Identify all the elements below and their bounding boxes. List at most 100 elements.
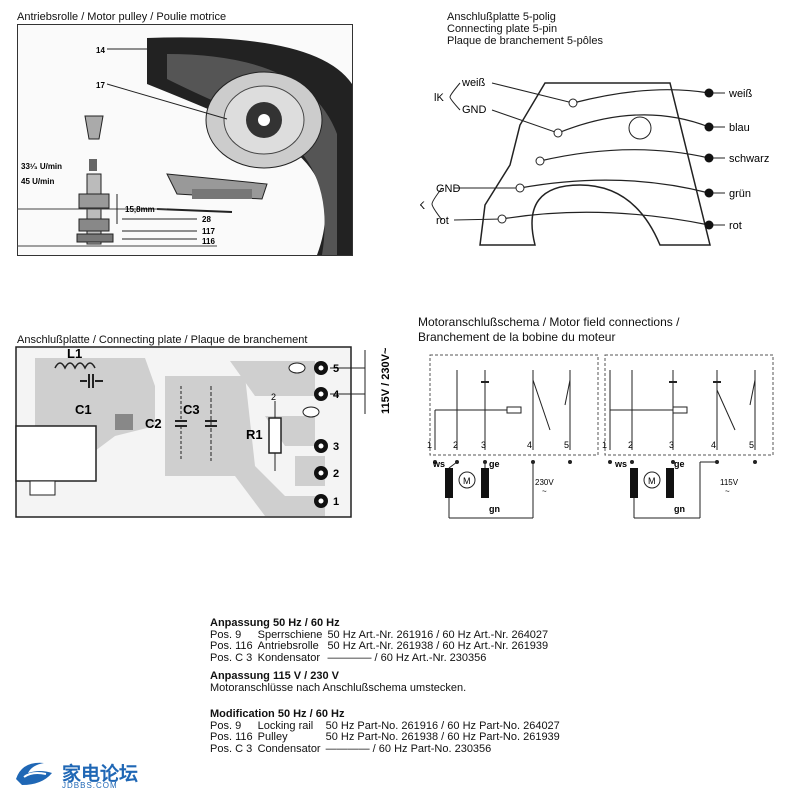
plate5-left-weiss: weiß xyxy=(461,77,486,89)
motor-l-ge: ge xyxy=(489,459,500,469)
motor-r-ws: ws xyxy=(614,459,627,469)
table-cell: Pos. 9 xyxy=(210,628,242,641)
table-cell: ———— / 60 Hz Art.-Nr. 230356 xyxy=(327,651,487,664)
plate5-diagram: lK weiß GND rK GND rot weiß blau schwarz… xyxy=(420,77,769,246)
plate5-title-de: Anschlußplatte 5-polig xyxy=(447,11,556,23)
table-cell: Pos. 116 xyxy=(210,731,253,743)
plate-title: Anschlußplatte / Connecting plate / Plaq… xyxy=(17,334,308,346)
pulley-dimension: 15,8mm xyxy=(125,205,155,214)
notes-table-en: Pos. 9 Locking rail 50 Hz Part-No. 261916 … xyxy=(210,719,565,756)
notes-heading-modification: Modification 50 Hz / 60 Hz xyxy=(210,708,345,720)
motor-r-gn: gn xyxy=(674,504,685,514)
table-cell: Condensator xyxy=(257,742,321,755)
plate-pin-2: 2 xyxy=(333,468,339,480)
pulley-label-17: 17 xyxy=(96,81,105,90)
table-cell: Antriebsrolle xyxy=(257,640,319,652)
table-cell: Kondensator xyxy=(257,651,320,664)
plate5-left-gnd1: GND xyxy=(462,104,487,116)
plate-pin-3: 3 xyxy=(333,441,339,453)
table-row: Pos. C 3 Kondensator ———— / 60 Hz Art.-Nr.… xyxy=(210,651,553,665)
motor-l-gn: gn xyxy=(489,504,500,514)
table-row: Pos. 9 Locking rail 50 Hz Part-No. 261916 … xyxy=(210,719,565,733)
plate-c1: C1 xyxy=(75,402,92,417)
motor-l-tilde: ~ xyxy=(542,487,547,496)
plate5-left-rot: rot xyxy=(436,215,449,227)
motor-r-tilde: ~ xyxy=(725,487,730,496)
motor-r-t5: 5 xyxy=(749,440,754,450)
pulley-speed-45: 45 U/min xyxy=(21,177,54,186)
motor-r-t4: 4 xyxy=(711,440,716,450)
motor-r-m: M xyxy=(648,476,656,486)
motor-schematic: 1 2 3 4 5 ws ge gn M 230V ~ 1 2 3 xyxy=(427,354,774,519)
table-cell: Pos. 9 xyxy=(210,719,242,732)
plate-pin-4: 4 xyxy=(333,389,340,401)
notes-heading-115-230: Anpassung 115 V / 230 V xyxy=(210,670,340,682)
plate5-title-en: Connecting plate 5-pin xyxy=(447,23,558,35)
plate-pcb: L1 C1 C2 C3 R1 2 5 4 3 2 1 115V / 230V~ xyxy=(15,346,392,518)
motor-l-ws: ws xyxy=(432,459,445,469)
motor-l-t1: 1 xyxy=(427,440,432,450)
plate-pin-5: 5 xyxy=(333,363,339,375)
table-cell: ———— / 60 Hz Part-No. 230356 xyxy=(325,742,492,755)
motor-title-1: Motoranschlußschema / Motor field connec… xyxy=(418,315,680,329)
notes-table-de: Pos. 9 Sperrschiene 50 Hz Art.-Nr. 261916 … xyxy=(210,628,553,665)
motor-schematic-115v: 1 2 3 4 5 ws ge gn M 115V ~ xyxy=(602,354,774,519)
motor-r-ge: ge xyxy=(674,459,685,469)
table-row: Pos. 9 Sperrschiene 50 Hz Art.-Nr. 261916 … xyxy=(210,628,553,642)
plate5-right-blau: blau xyxy=(729,122,750,134)
plate5-lk: lK xyxy=(434,92,444,104)
plate5-title-fr: Plaque de branchement 5-pôles xyxy=(447,35,603,47)
motor-title-2: Branchement de la bobine du moteur xyxy=(418,330,616,344)
plate-voltage: 115V / 230V~ xyxy=(380,347,392,414)
plate5-right-schwarz: schwarz xyxy=(729,153,769,165)
table-cell: 50 Hz Art.-Nr. 261916 / 60 Hz Art.-Nr. 2… xyxy=(327,628,549,641)
table-row: Pos. C 3 Condensator ———— / 60 Hz Part-No.… xyxy=(210,742,565,756)
table-cell: 50 Hz Part-No. 261916 / 60 Hz Part-No. 2… xyxy=(325,719,560,732)
motor-l-t3: 3 xyxy=(481,440,486,450)
table-cell: Pos. 116 xyxy=(210,640,253,652)
table-cell: Sperrschiene xyxy=(257,628,323,641)
pulley-speed-33: 33¹⁄₃ U/min xyxy=(21,162,62,171)
table-row: Pos. 116 Antriebsrolle 50 Hz Art.-Nr. 2619… xyxy=(210,640,553,653)
pulley-title: Antriebsrolle / Motor pulley / Poulie mo… xyxy=(17,11,227,23)
plate5-right-weiss: weiß xyxy=(728,88,753,100)
motor-r-volt: 115V xyxy=(720,478,739,487)
motor-l-t5: 5 xyxy=(564,440,569,450)
table-cell: Pos. C 3 xyxy=(210,651,253,664)
motor-l-m: M xyxy=(463,476,471,486)
plate-pin-1: 1 xyxy=(333,496,339,508)
watermark-url: JDBBS.COM xyxy=(62,781,118,790)
motor-r-t2: 2 xyxy=(628,440,633,450)
table-cell: 50 Hz Part-No. 261938 / 60 Hz Part-No. 2… xyxy=(325,731,560,743)
pulley-label-117: 117 xyxy=(202,227,215,236)
pulley-label-28: 28 xyxy=(202,215,211,224)
pulley-label-14: 14 xyxy=(96,46,105,55)
motor-l-t4: 4 xyxy=(527,440,532,450)
watermark-cn: 家电论坛 xyxy=(62,763,139,785)
table-cell: 50 Hz Art.-Nr. 261938 / 60 Hz Art.-Nr. 2… xyxy=(327,640,549,652)
watermark-swirl-icon xyxy=(16,762,52,785)
motor-schematic-230v: 1 2 3 4 5 ws ge gn M 230V ~ xyxy=(427,354,599,519)
notes-line-115-230: Motoranschlüsse nach Anschlußschema umst… xyxy=(210,681,467,694)
plate-c3: C3 xyxy=(183,402,200,417)
plate-l1: L1 xyxy=(67,346,82,361)
plate5-left-gnd2: GND xyxy=(436,183,461,195)
notes-block: Anpassung 50 Hz / 60 Hz Pos. 9 Sperrschie… xyxy=(210,617,565,756)
pulley-illustration: 14 17 33¹⁄₃ U/min 45 U/min 15,8mm 28 117… xyxy=(17,24,353,256)
plate5-right-gruen: grün xyxy=(729,188,751,200)
notes-heading-50-60: Anpassung 50 Hz / 60 Hz xyxy=(210,617,340,629)
pulley-label-116: 116 xyxy=(202,237,215,246)
table-cell: Locking rail xyxy=(257,719,314,732)
motor-r-t3: 3 xyxy=(669,440,674,450)
plate5-right-rot: rot xyxy=(729,220,742,232)
motor-l-t2: 2 xyxy=(453,440,458,450)
table-cell: Pos. C 3 xyxy=(210,742,253,755)
watermark-logo: 家电论坛 JDBBS.COM xyxy=(12,757,142,791)
plate-c2: C2 xyxy=(145,416,162,431)
motor-r-t1: 1 xyxy=(602,440,607,450)
plate5-rk: rK xyxy=(420,200,426,212)
table-row: Pos. 116 Pulley 50 Hz Part-No. 261938 / 60… xyxy=(210,731,565,744)
plate-r1: R1 xyxy=(246,427,263,442)
motor-l-volt: 230V xyxy=(535,478,554,487)
table-cell: Pulley xyxy=(257,731,288,743)
